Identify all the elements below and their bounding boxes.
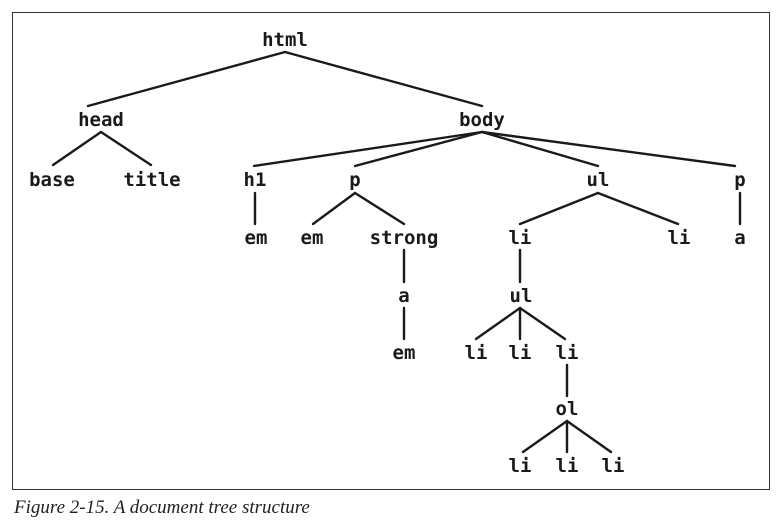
node-ul-nested: ul xyxy=(510,285,533,307)
edge-body-p xyxy=(353,130,484,168)
node-ul: ul xyxy=(587,169,610,191)
node-em-under-a: em xyxy=(393,342,416,364)
edge-body-ul xyxy=(480,130,600,168)
tree-nodes: html head body base title h1 p ul p em e… xyxy=(29,29,746,477)
edge-ul2-li-c xyxy=(518,306,567,341)
node-body: body xyxy=(459,109,505,131)
edge-head-base xyxy=(51,130,103,167)
edge-p-strong xyxy=(353,191,406,226)
edge-ul-li-a xyxy=(518,191,600,226)
node-a-under-strong: a xyxy=(398,285,409,307)
node-li-nested-2: li xyxy=(509,342,532,364)
node-strong: strong xyxy=(370,227,439,249)
edge-ul2-li-a xyxy=(474,306,522,341)
edge-body-h1 xyxy=(252,130,484,168)
node-li-nested-1: li xyxy=(465,342,488,364)
node-ol: ol xyxy=(556,398,579,420)
node-li-under-ol-3: li xyxy=(602,455,625,477)
node-html: html xyxy=(262,29,308,51)
edge-ul-li-b xyxy=(596,191,680,226)
node-em-under-h1: em xyxy=(245,227,268,249)
tree-edges xyxy=(51,50,742,454)
node-a-under-p: a xyxy=(734,227,745,249)
node-title: title xyxy=(123,169,180,191)
node-em-under-p: em xyxy=(301,227,324,249)
node-base: base xyxy=(29,169,75,191)
node-head: head xyxy=(78,109,124,131)
edge-ol-li-a xyxy=(521,419,569,454)
node-li-under-ul-2: li xyxy=(668,227,691,249)
node-li-under-ol-2: li xyxy=(556,455,579,477)
edge-html-head xyxy=(86,50,287,108)
node-li-under-ul: li xyxy=(509,227,532,249)
node-p-2: p xyxy=(734,169,745,191)
figure-caption: Figure 2-15. A document tree structure xyxy=(14,497,310,518)
edge-head-title xyxy=(99,130,153,167)
edge-body-p2 xyxy=(480,130,737,168)
node-li-nested-3: li xyxy=(556,342,579,364)
node-h1: h1 xyxy=(244,169,267,191)
node-li-under-ol-1: li xyxy=(509,455,532,477)
edge-ol-li-c xyxy=(565,419,613,454)
edge-html-body xyxy=(283,50,484,108)
node-p: p xyxy=(349,169,360,191)
edge-p-em xyxy=(311,191,357,226)
